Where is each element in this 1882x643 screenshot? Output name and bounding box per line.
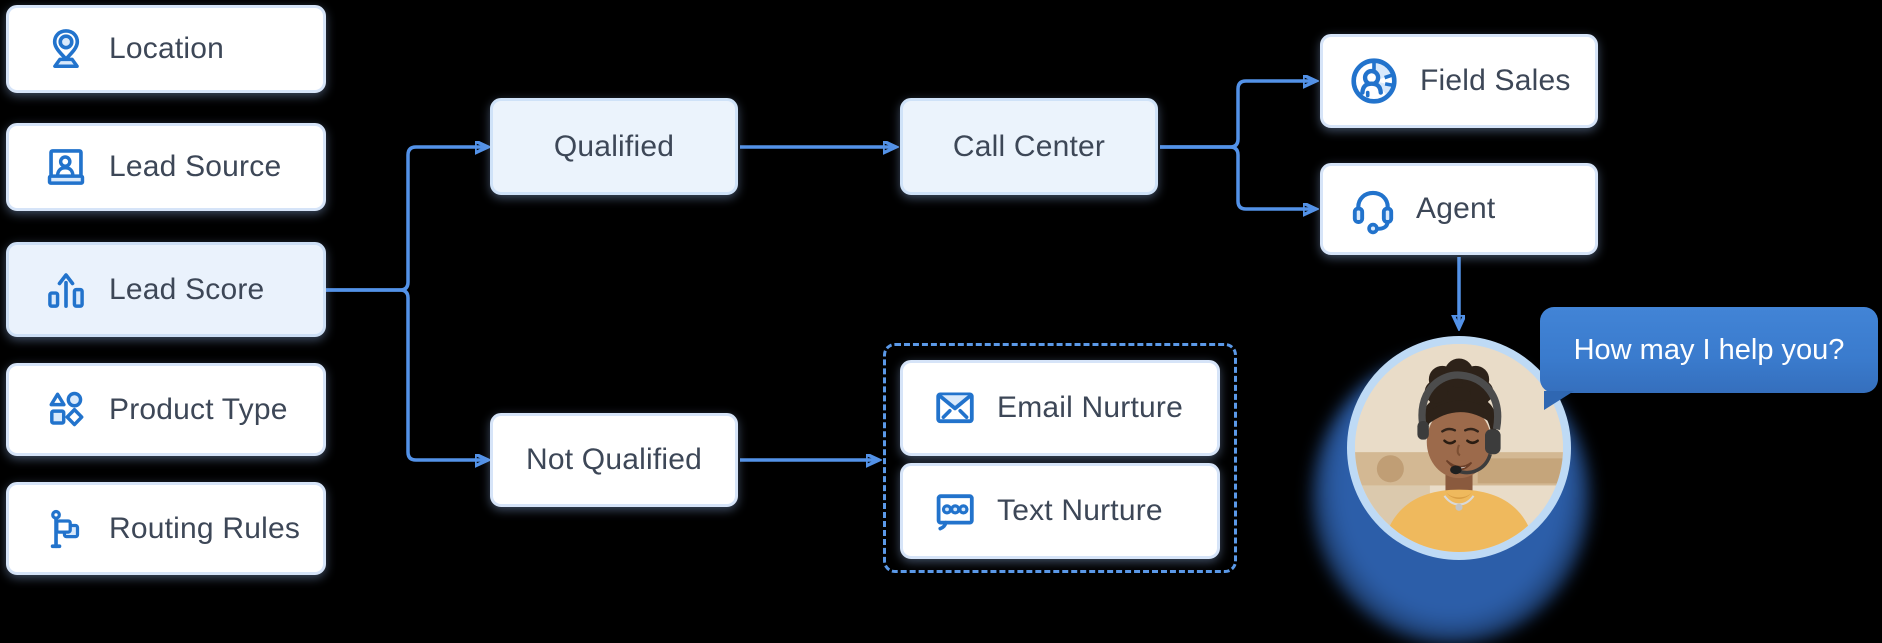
- node-label: Routing Rules: [109, 511, 301, 545]
- agent-avatar: [1347, 336, 1571, 560]
- node-call-center: Call Center: [900, 98, 1158, 195]
- node-lead-source: Lead Source: [6, 123, 326, 211]
- email-icon: [936, 392, 974, 424]
- node-text-nurture: Text Nurture: [900, 463, 1220, 559]
- node-label: Not Qualified: [525, 443, 703, 476]
- node-label: Location: [109, 32, 225, 65]
- lead-source-icon: [47, 149, 85, 185]
- agent-avatar-illustration: [1355, 344, 1563, 552]
- node-label: Lead Score: [109, 272, 265, 306]
- location-pin-icon: [52, 29, 80, 68]
- agent-headset-icon: [1352, 190, 1394, 235]
- node-label: Agent: [1416, 192, 1496, 225]
- node-email-nurture: Email Nurture: [900, 360, 1220, 456]
- node-product-type: Product Type: [6, 363, 326, 456]
- node-agent: Agent: [1320, 163, 1598, 255]
- field-sales-icon: [1351, 58, 1397, 104]
- node-field-sales: Field Sales: [1320, 34, 1598, 128]
- node-not-qualified: Not Qualified: [490, 413, 738, 507]
- routing-rules-icon: [50, 509, 80, 548]
- node-label: Product Type: [109, 392, 288, 426]
- node-label: Qualified: [553, 129, 675, 163]
- product-type-icon: [49, 391, 84, 426]
- chat-bubble-text: How may I help you?: [1573, 333, 1845, 366]
- node-qualified: Qualified: [490, 98, 738, 195]
- lead-score-icon: [48, 272, 84, 308]
- node-label: Email Nurture: [997, 391, 1183, 424]
- node-routing-rules: Routing Rules: [6, 482, 326, 575]
- nurture-group: [883, 343, 1237, 573]
- node-label: Lead Source: [109, 150, 282, 183]
- chat-bubble: How may I help you?: [1540, 307, 1878, 410]
- node-label: Field Sales: [1420, 64, 1571, 97]
- node-lead-score: Lead Score: [6, 242, 326, 337]
- node-location: Location: [6, 5, 326, 93]
- text-message-icon: [936, 494, 974, 531]
- node-label: Call Center: [952, 129, 1106, 163]
- node-label: Text Nurture: [997, 494, 1163, 527]
